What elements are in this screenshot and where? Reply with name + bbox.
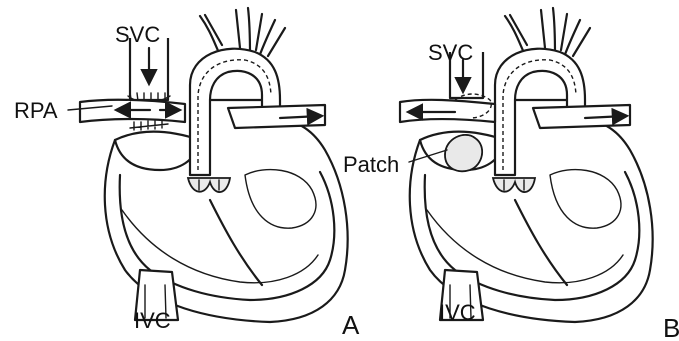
label-rpa-a: RPA — [14, 98, 58, 123]
label-ivc-a: IVC — [134, 308, 171, 333]
panel-b: SVC Patch IVC B — [343, 8, 679, 341]
label-svc-b: SVC — [428, 40, 473, 65]
divided-svc-stump-a — [130, 120, 168, 130]
label-patch-b: Patch — [343, 152, 399, 177]
panel-a: SVC RPA IVC A — [14, 8, 360, 340]
panel-letter-a: A — [342, 310, 360, 340]
label-ivc-b: IVC — [439, 300, 476, 325]
label-svc-a: SVC — [115, 22, 160, 47]
panel-letter-b: B — [663, 313, 679, 341]
